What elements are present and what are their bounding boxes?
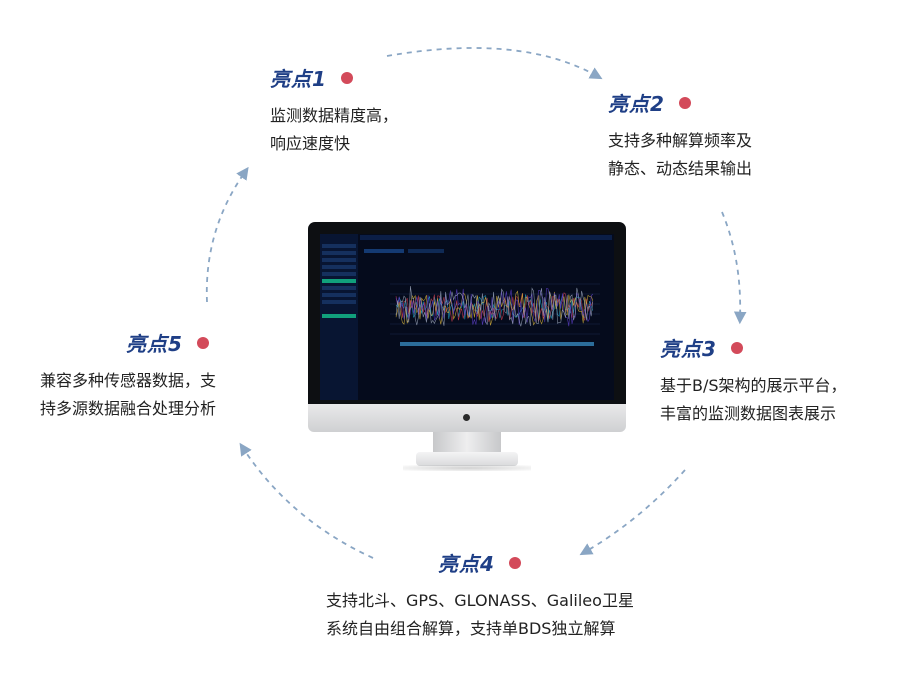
highlight-2-line-2: 静态、动态结果输出: [608, 159, 753, 178]
highlight-5: 亮点5 兼容多种传感器数据，支 持多源数据融合处理分析: [40, 328, 216, 419]
screen-scroll-bar: [400, 342, 594, 346]
screen-waveform-chart: [390, 283, 600, 346]
monitor-screen: [320, 234, 614, 400]
highlight-4-line-2: 系统自由组合解算，支持单BDS独立解算: [326, 619, 616, 638]
highlight-3-line-1: 基于B/S架构的展示平台，: [660, 376, 847, 395]
monitor-chin: [308, 404, 626, 432]
monitor-stand-foot: [416, 452, 518, 466]
highlight-2-title: 亮点2: [608, 92, 665, 116]
arc-2-to-3: [721, 211, 747, 325]
screen-series-group: [395, 286, 594, 327]
highlight-2: 亮点2 支持多种解算频率及 静态、动态结果输出: [608, 88, 752, 179]
arc-5-to-1: [205, 166, 249, 303]
arc-3-to-4: [579, 469, 686, 556]
highlight-3-dot-icon: [730, 341, 743, 354]
highlight-1-line-1: 监测数据精度高，: [270, 106, 399, 125]
highlight-1-dot-icon: [340, 71, 353, 84]
highlight-1-line-2: 响应速度快: [270, 134, 351, 153]
highlight-4-dot-icon: [508, 556, 521, 569]
arc-1-to-2: [386, 47, 603, 80]
highlight-5-line-2: 持多源数据融合处理分析: [40, 399, 217, 418]
highlight-5-title: 亮点5: [126, 332, 183, 356]
highlight-2-line-1: 支持多种解算频率及: [608, 131, 753, 150]
highlight-3: 亮点3 基于B/S架构的展示平台， 丰富的监测数据图表展示: [660, 333, 847, 424]
highlight-1-title: 亮点1: [270, 67, 327, 91]
highlight-5-dot-icon: [196, 336, 209, 349]
screen-topbar: [360, 235, 612, 240]
screen-tab-2: [408, 249, 444, 253]
screen-series-line: [395, 288, 594, 327]
highlight-4-title: 亮点4: [438, 552, 495, 576]
monitor-bezel: [308, 222, 626, 404]
highlight-3-title: 亮点3: [660, 337, 717, 361]
highlight-5-line-1: 兼容多种传感器数据，支: [40, 371, 217, 390]
screen-tab-1: [364, 249, 404, 253]
screen-series-line: [395, 286, 594, 327]
monitor-icon: [308, 222, 626, 472]
highlight-2-dot-icon: [678, 96, 691, 109]
arc-4-to-5: [239, 442, 374, 559]
highlight-3-line-2: 丰富的监测数据图表展示: [660, 404, 837, 423]
screen-sidebar: [320, 234, 358, 400]
monitor-stand-neck: [433, 432, 501, 454]
highlight-4-line-1: 支持北斗、GPS、GLONASS、Galileo卫星: [326, 591, 634, 610]
highlight-4: 亮点4 支持北斗、GPS、GLONASS、Galileo卫星 系统自由组合解算，…: [326, 548, 634, 639]
highlight-1: 亮点1 监测数据精度高， 响应速度快: [270, 63, 398, 154]
monitor-camera-icon: [463, 414, 470, 421]
